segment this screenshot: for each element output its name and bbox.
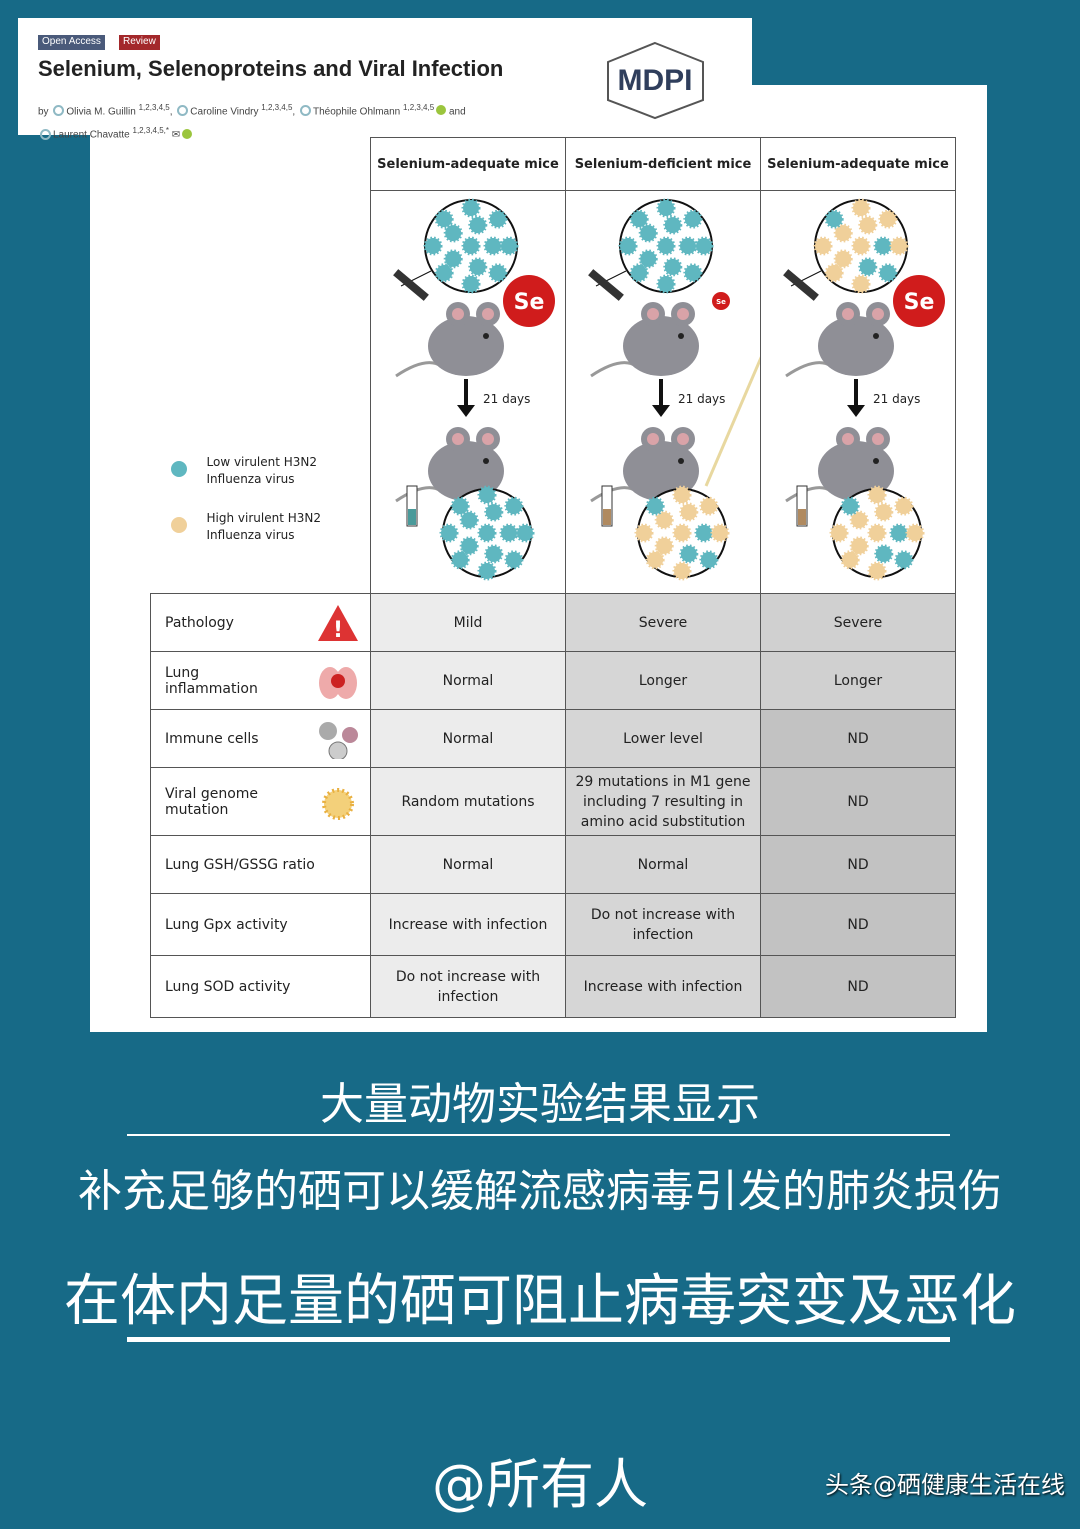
mdpi-logo[interactable]: MDPI [598, 40, 713, 120]
table-cell: Longer [760, 651, 956, 710]
svg-text:MDPI: MDPI [618, 64, 693, 97]
column-header: Selenium-deficient mice [565, 137, 761, 191]
virus-icon [322, 787, 354, 820]
row-label: Lung inflammation [150, 651, 371, 710]
table-cell: Random mutations [370, 767, 566, 836]
divider [127, 1134, 950, 1136]
svg-text:Se: Se [716, 298, 726, 306]
selenium-icon [503, 275, 555, 327]
test-tube-icon [601, 485, 613, 527]
experiment-illustration: Se 21 days [393, 198, 555, 581]
orcid-icon[interactable] [436, 105, 447, 116]
row-label: Lung Gpx activity [150, 893, 371, 956]
watermark: 头条@硒健康生活在线 [825, 1471, 1065, 1499]
column-header: Selenium-adequate mice [370, 137, 566, 191]
author-icon [299, 105, 311, 117]
divider [127, 1337, 950, 1342]
table-cell: Do not increase with infection [565, 893, 761, 956]
row-label: Viral genome mutation [150, 767, 371, 836]
author-icon [40, 128, 51, 140]
table-cell: ND [760, 709, 956, 768]
high-virus-icon [170, 516, 187, 533]
article-title: Selenium, Selenoproteins and Viral Infec… [38, 56, 504, 81]
svg-text:21 days: 21 days [873, 392, 920, 406]
table-cell: Lower level [565, 709, 761, 768]
lung-icon [319, 666, 357, 699]
svg-text:!: ! [333, 618, 343, 643]
review-badge: Review [119, 35, 160, 50]
mouse-icon [395, 302, 504, 378]
row-label: Lung SOD activity [150, 955, 371, 1018]
illustration-adequate: Se 21 days [370, 190, 566, 594]
row-label: Lung GSH/GSSG ratio [150, 835, 371, 894]
email-icon[interactable]: ✉ [171, 129, 181, 141]
test-tube-icon [406, 485, 418, 527]
author-icon [177, 105, 189, 117]
caption-line-2: 补充足够的硒可以缓解流感病毒引发的肺炎损伤 [78, 1166, 1002, 1217]
illustration-deficient: Se 21 days [565, 190, 783, 594]
svg-text:21 days: 21 days [483, 392, 530, 406]
table-cell: Normal [565, 835, 761, 894]
test-tube-icon [796, 485, 808, 527]
table-cell: Severe [760, 593, 956, 652]
svg-text:21 days: 21 days [678, 392, 725, 406]
author-link[interactable]: Olivia M. Guillin [66, 106, 136, 118]
table-cell: Longer [565, 651, 761, 710]
selenium-icon [712, 292, 730, 310]
orcid-icon[interactable] [182, 128, 193, 139]
table-cell: Normal [370, 835, 566, 894]
mention-all: @所有人 [432, 1453, 648, 1516]
experiment-illustration: Se 21 days [588, 198, 783, 581]
column-header: Selenium-adequate mice [760, 137, 956, 191]
article-header: Open Access Review Selenium, Selenoprote… [18, 18, 752, 141]
syringe-icon [783, 269, 819, 301]
mouse-icon [590, 302, 699, 378]
svg-text:Se: Se [904, 290, 935, 315]
author-icon [53, 105, 65, 117]
low-virus-icon [170, 460, 187, 477]
svg-text:Se: Se [514, 290, 545, 315]
author-link[interactable]: Laurent Chavatte [53, 129, 130, 141]
selenium-icon [893, 275, 945, 327]
table-cell: Increase with infection [370, 893, 566, 956]
table-cell: ND [760, 767, 956, 836]
row-label: Pathology! [150, 593, 371, 652]
table-cell: Severe [565, 593, 761, 652]
syringe-icon [588, 269, 624, 301]
syringe-icon [393, 269, 429, 301]
table-cell: ND [760, 893, 956, 956]
caption-line-3: 在体内足量的硒可阻止病毒突变及恶化 [64, 1269, 1016, 1334]
illustration-adequate-high: Se 21 days [760, 190, 956, 594]
author-link[interactable]: Théophile Ohlmann [312, 106, 401, 118]
open-access-badge: Open Access [38, 35, 105, 50]
table-cell: 29 mutations in M1 gene including 7 resu… [565, 767, 761, 836]
comparison-table: Selenium-adequate mice Selenium-deficien… [150, 137, 956, 1018]
author-list: by Olivia M. Guillin 1,2,3,4,5, Caroline… [38, 103, 466, 141]
warning-icon: ! [318, 604, 358, 643]
table-cell: Do not increase with infection [370, 955, 566, 1018]
table-cell: Normal [370, 709, 566, 768]
table-cell: Normal [370, 651, 566, 710]
author-link[interactable]: Caroline Vindry [190, 106, 259, 118]
table-cell: Mild [370, 593, 566, 652]
experiment-illustration: Se 21 days [783, 198, 945, 581]
immune-cells-icon [319, 721, 358, 759]
table-cell: ND [760, 835, 956, 894]
table-cell: Increase with infection [565, 955, 761, 1018]
mouse-icon [785, 302, 894, 378]
row-label: Immune cells [150, 709, 371, 768]
caption-line-1: 大量动物实验结果显示 [320, 1079, 760, 1130]
table-cell: ND [760, 955, 956, 1018]
